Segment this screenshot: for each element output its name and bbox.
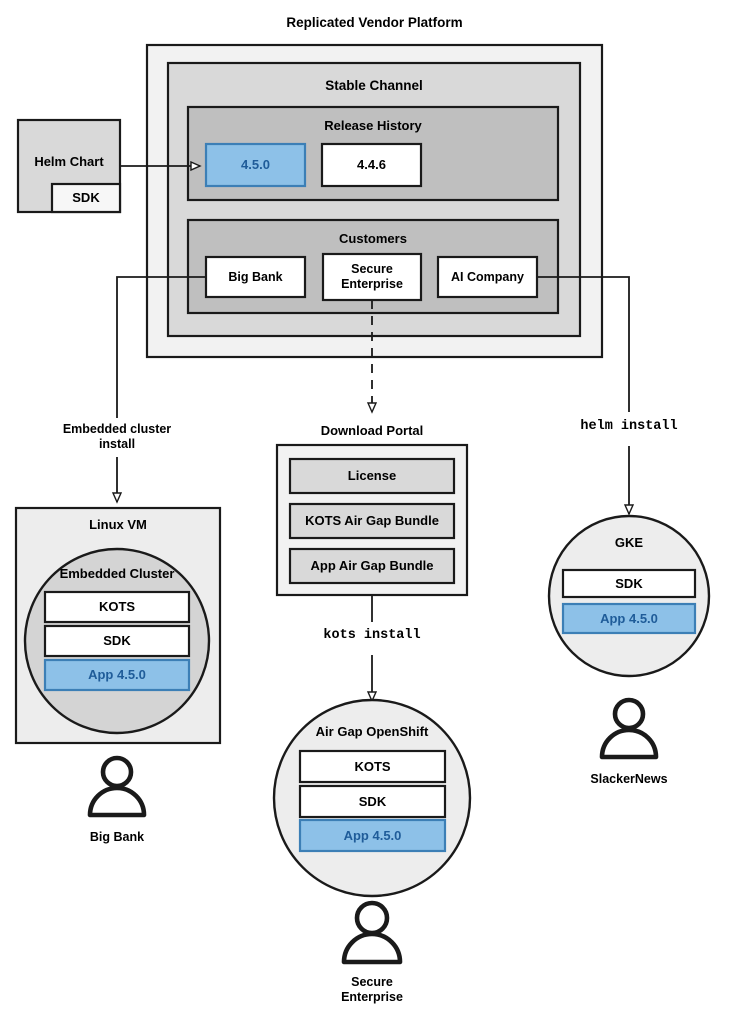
linuxvm-component-1 — [43, 624, 191, 658]
openshift-component-2 — [298, 818, 447, 853]
gke-component-0 — [561, 568, 697, 599]
actor-icon-slackernews — [599, 697, 659, 760]
linuxvm-component-0 — [43, 590, 191, 624]
gke-component-1 — [561, 602, 697, 635]
actor-icon-secure-enterprise — [341, 900, 403, 965]
customer-box-1 — [321, 252, 423, 302]
portal-item-0 — [288, 457, 456, 495]
portal-item-2 — [288, 547, 456, 585]
edge-aicompany-to-gke — [537, 276, 630, 412]
openshift-component-1 — [298, 784, 447, 819]
openshift-component-0 — [298, 749, 447, 784]
edge-bigbank-to-linuxvm — [116, 276, 206, 418]
helm-chart-sdk-box — [50, 182, 122, 214]
release-box-0 — [204, 142, 307, 188]
release-box-1 — [320, 142, 423, 188]
customer-box-0 — [204, 255, 307, 299]
linuxvm-component-2 — [43, 658, 191, 692]
customer-box-2 — [436, 255, 539, 299]
portal-item-1 — [288, 502, 456, 540]
actor-icon-big-bank — [87, 755, 147, 818]
